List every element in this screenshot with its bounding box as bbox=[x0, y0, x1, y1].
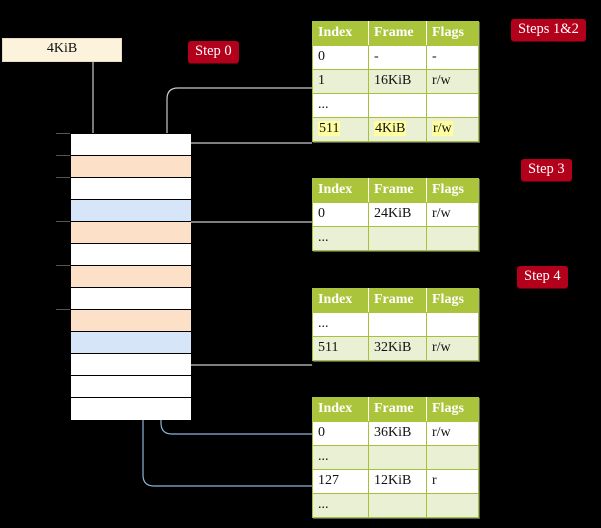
cell-frame: 4KiB bbox=[368, 117, 427, 142]
cell-flags bbox=[426, 493, 479, 518]
cell-flags: r bbox=[426, 469, 479, 494]
table-row: ... bbox=[312, 445, 479, 470]
column-header-flags: Flags bbox=[426, 397, 479, 422]
page-table-pt: Index Frame Flags 0 36KiB r/w ... 127 12… bbox=[312, 397, 479, 518]
cell-index: ... bbox=[312, 445, 369, 470]
column-header-frame: Frame bbox=[368, 397, 427, 422]
cell-flags bbox=[426, 312, 479, 337]
column-header-flags: Flags bbox=[426, 178, 479, 203]
memory-row bbox=[71, 310, 191, 332]
cell-frame bbox=[368, 312, 427, 337]
cell-frame: 32KiB bbox=[368, 336, 427, 361]
cell-index: 511 bbox=[312, 336, 369, 361]
column-header-frame: Frame bbox=[368, 178, 427, 203]
cell-index: 127 bbox=[312, 469, 369, 494]
cell-flags-text: r/w bbox=[432, 121, 453, 136]
wire-pd-to-memory bbox=[171, 308, 312, 366]
memory-row bbox=[71, 178, 191, 200]
cell-index-text: 511 bbox=[318, 121, 341, 136]
table-header-row: Index Frame Flags bbox=[312, 178, 479, 203]
memory-tick bbox=[56, 265, 70, 266]
table-row: ... bbox=[312, 226, 479, 251]
memory-tick bbox=[56, 155, 70, 156]
memory-row bbox=[71, 398, 191, 420]
column-header-frame: Frame bbox=[368, 288, 427, 313]
memory-tick bbox=[56, 133, 70, 134]
cell-flags: r/w bbox=[426, 69, 479, 94]
cell-index: 511 bbox=[312, 117, 369, 142]
cell-frame bbox=[368, 226, 427, 251]
cell-frame: 24KiB bbox=[368, 202, 427, 227]
cell-frame-text: 4KiB bbox=[374, 121, 407, 136]
page-table-pml4: Index Frame Flags 0 - - 1 16KiB r/w ... … bbox=[312, 21, 479, 142]
cell-flags bbox=[426, 445, 479, 470]
cell-flags bbox=[426, 93, 479, 118]
table-row-highlighted: 511 4KiB r/w bbox=[312, 117, 479, 142]
cell-frame: - bbox=[368, 45, 427, 70]
cell-frame bbox=[368, 93, 427, 118]
cell-frame bbox=[368, 445, 427, 470]
memory-row bbox=[71, 332, 191, 354]
badge-step-0: Step 0 bbox=[188, 41, 239, 63]
badge-step-3: Step 3 bbox=[521, 159, 572, 181]
column-header-index: Index bbox=[312, 178, 369, 203]
cell-frame bbox=[368, 493, 427, 518]
physical-memory-column bbox=[70, 133, 191, 420]
table-row: ... bbox=[312, 93, 479, 118]
column-header-frame: Frame bbox=[368, 21, 427, 46]
wire-pdpt-to-memory bbox=[178, 221, 312, 266]
cell-index: ... bbox=[312, 493, 369, 518]
cell-frame: 16KiB bbox=[368, 69, 427, 94]
table-header-row: Index Frame Flags bbox=[312, 288, 479, 313]
cell-frame: 12KiB bbox=[368, 469, 427, 494]
table-row: 0 36KiB r/w bbox=[312, 421, 479, 446]
cell-flags: - bbox=[426, 45, 479, 70]
column-header-index: Index bbox=[312, 397, 369, 422]
table-row: 511 32KiB r/w bbox=[312, 336, 479, 361]
badge-steps-1-2: Steps 1&2 bbox=[511, 19, 586, 41]
memory-size-label: 4KiB bbox=[2, 38, 122, 62]
memory-row bbox=[71, 354, 191, 376]
memory-row bbox=[71, 156, 191, 178]
cell-flags: r/w bbox=[426, 202, 479, 227]
cell-flags: r/w bbox=[426, 117, 479, 142]
badge-step-4: Step 4 bbox=[517, 266, 568, 288]
cell-index: 1 bbox=[312, 69, 369, 94]
table-row: 127 12KiB r bbox=[312, 469, 479, 494]
column-header-index: Index bbox=[312, 21, 369, 46]
cell-index: 0 bbox=[312, 202, 369, 227]
memory-row bbox=[71, 376, 191, 398]
table-row: 1 16KiB r/w bbox=[312, 69, 479, 94]
cell-index: ... bbox=[312, 312, 369, 337]
table-header-row: Index Frame Flags bbox=[312, 397, 479, 422]
memory-row bbox=[71, 266, 191, 288]
memory-row bbox=[71, 288, 191, 310]
column-header-index: Index bbox=[312, 288, 369, 313]
page-table-pdpt: Index Frame Flags 0 24KiB r/w ... bbox=[312, 178, 479, 251]
table-header-row: Index Frame Flags bbox=[312, 21, 479, 46]
cell-flags bbox=[426, 226, 479, 251]
column-header-flags: Flags bbox=[426, 288, 479, 313]
table-row: 0 24KiB r/w bbox=[312, 202, 479, 227]
table-row: 0 - - bbox=[312, 45, 479, 70]
cell-frame: 36KiB bbox=[368, 421, 427, 446]
cell-index: ... bbox=[312, 226, 369, 251]
memory-tick bbox=[56, 221, 70, 222]
table-row: ... bbox=[312, 312, 479, 337]
table-row: ... bbox=[312, 493, 479, 518]
cell-index: 0 bbox=[312, 421, 369, 446]
cell-flags: r/w bbox=[426, 421, 479, 446]
cell-flags: r/w bbox=[426, 336, 479, 361]
cell-index: 0 bbox=[312, 45, 369, 70]
memory-row bbox=[71, 222, 191, 244]
memory-tick bbox=[56, 309, 70, 310]
memory-row bbox=[71, 200, 191, 222]
memory-row bbox=[71, 244, 191, 266]
memory-tick bbox=[56, 177, 70, 178]
cell-index: ... bbox=[312, 93, 369, 118]
column-header-flags: Flags bbox=[426, 21, 479, 46]
page-table-pd: Index Frame Flags ... 511 32KiB r/w bbox=[312, 288, 479, 361]
memory-row bbox=[71, 134, 191, 156]
